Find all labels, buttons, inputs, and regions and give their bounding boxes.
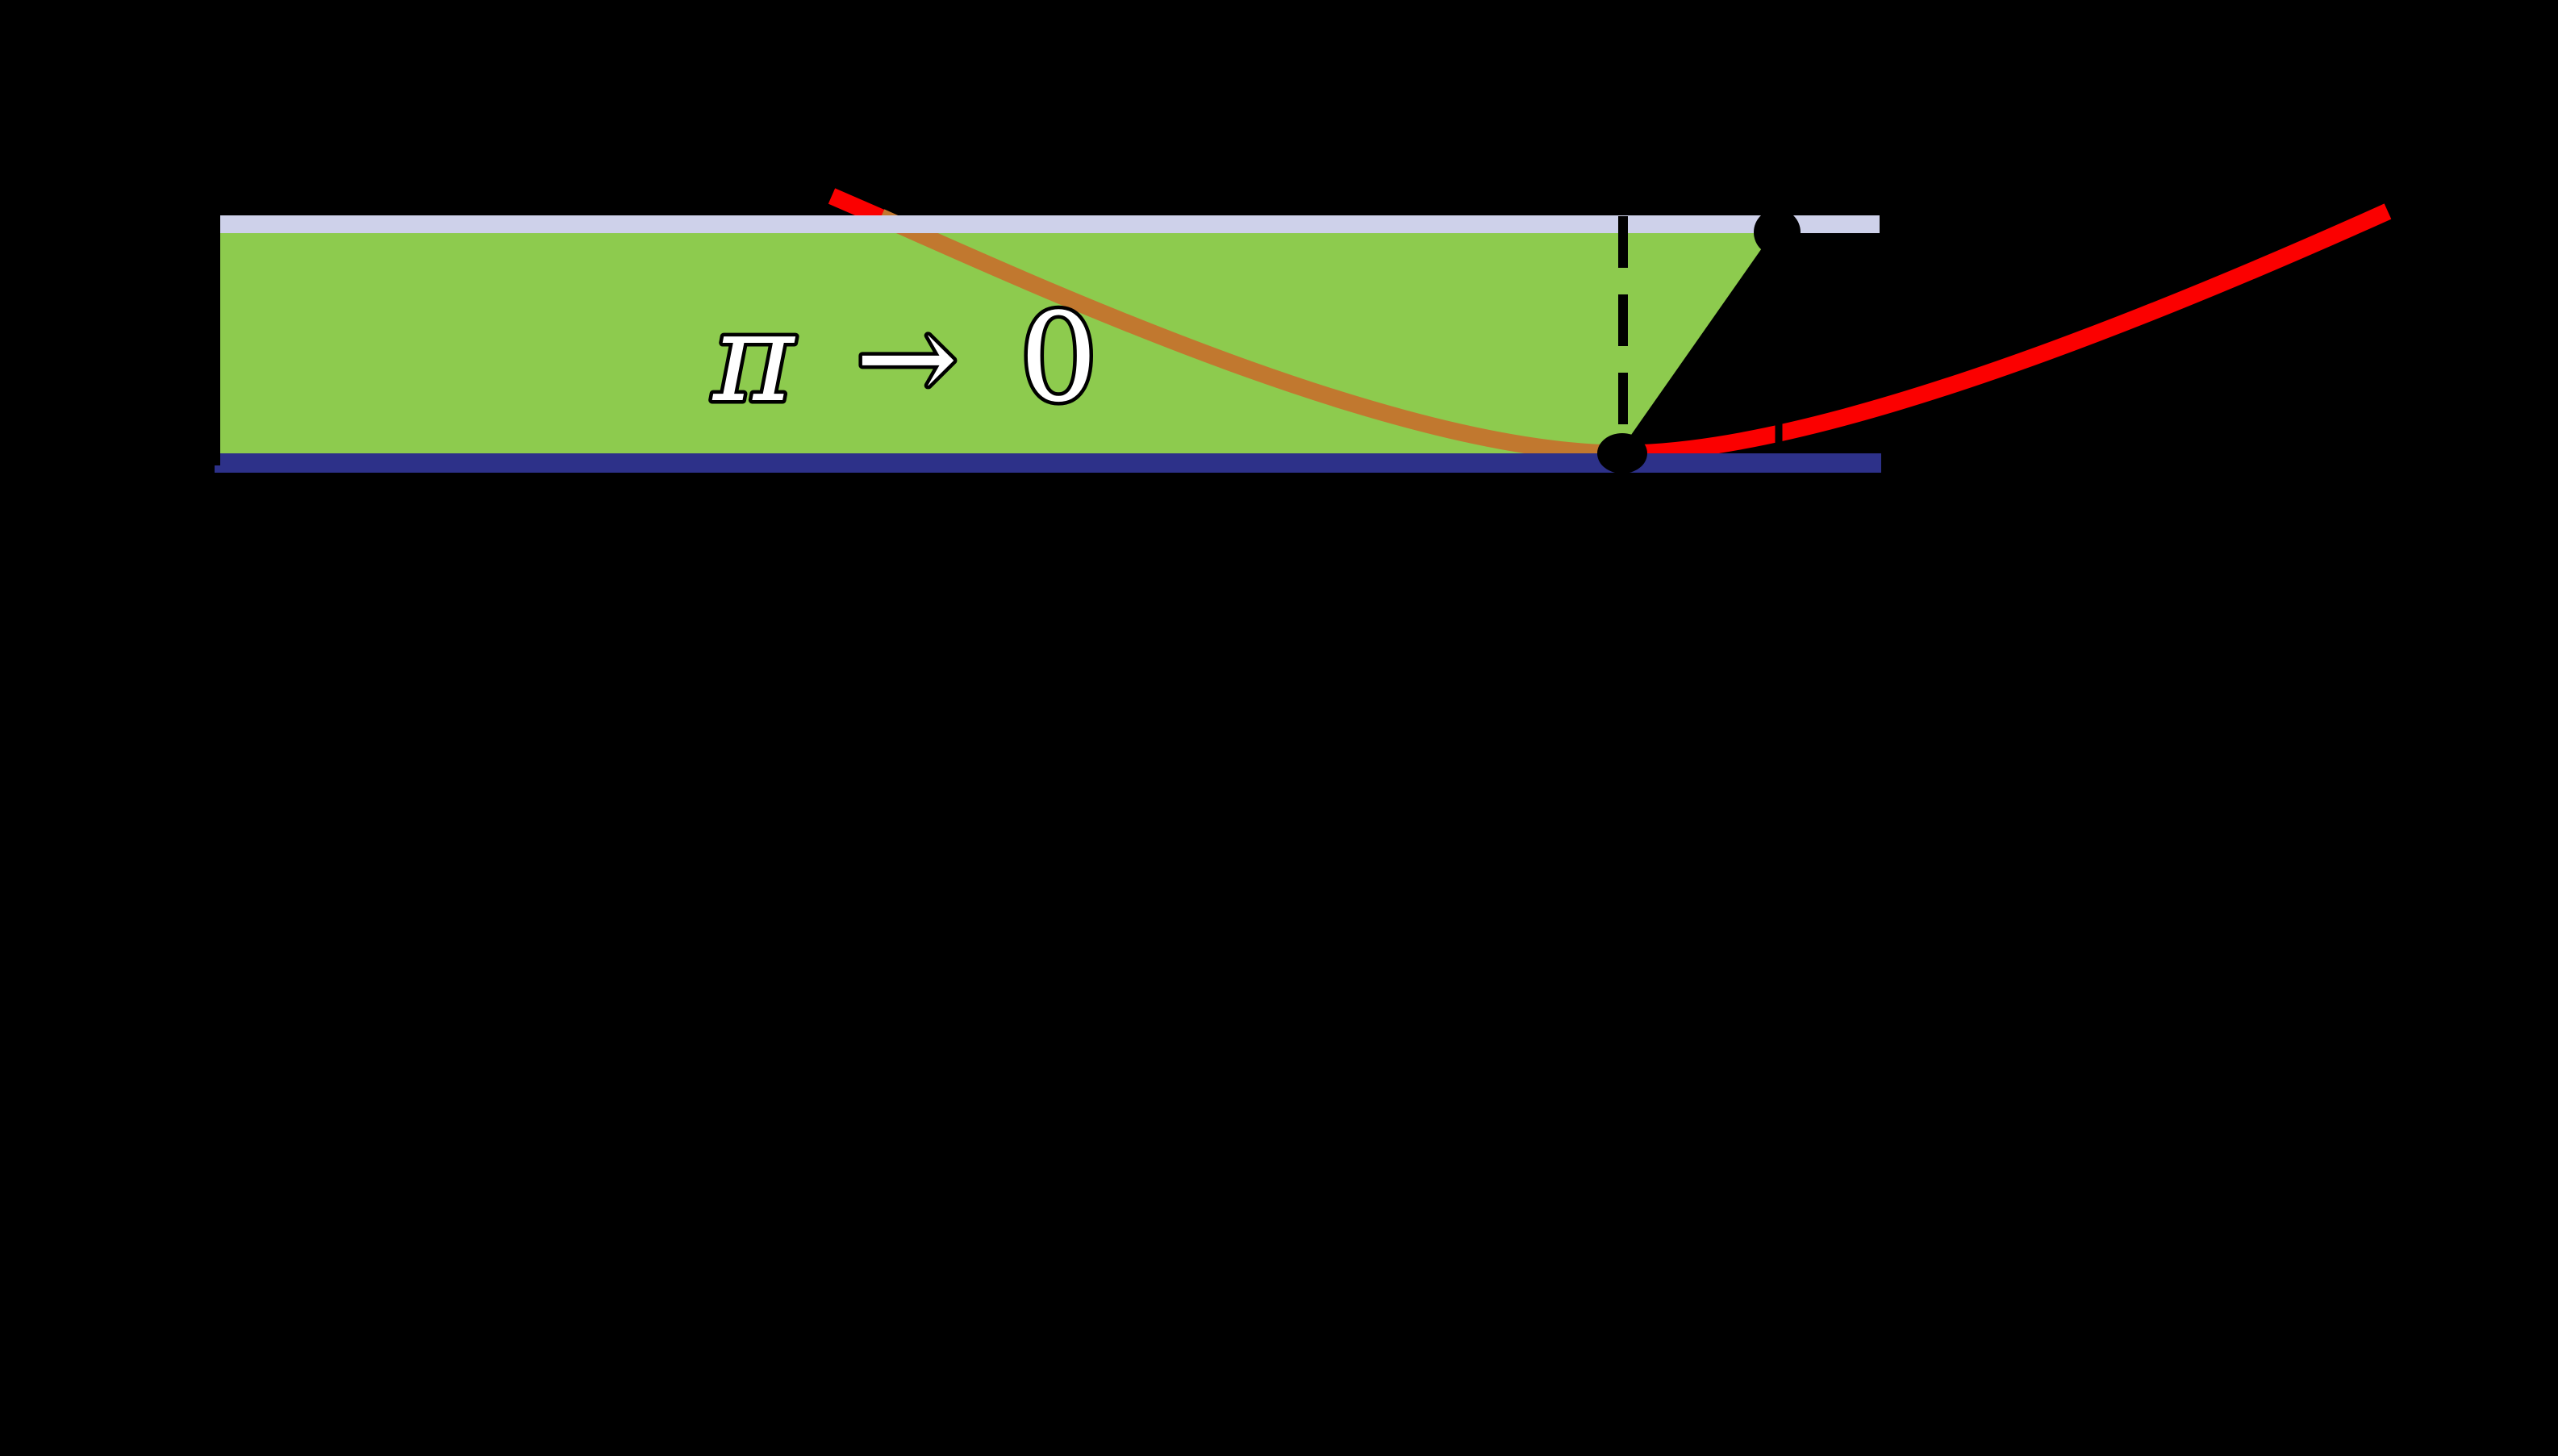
top-point-dot bbox=[1754, 209, 1801, 256]
slant-edge-line bbox=[1617, 209, 1795, 459]
curve-orange-inside-band bbox=[877, 209, 1623, 462]
zero-symbol: 0 bbox=[1020, 286, 1109, 429]
curve-red-right-branch bbox=[1621, 203, 2392, 462]
pi-symbol: π bbox=[711, 286, 805, 429]
left-boundary-line bbox=[213, 215, 220, 465]
pi-to-zero-label: π → 0 bbox=[711, 286, 1109, 429]
band-region bbox=[215, 219, 1787, 453]
arrow-symbol: → bbox=[805, 286, 1020, 429]
bottom-point-dot bbox=[1597, 433, 1647, 474]
band-top-line bbox=[215, 215, 1880, 233]
